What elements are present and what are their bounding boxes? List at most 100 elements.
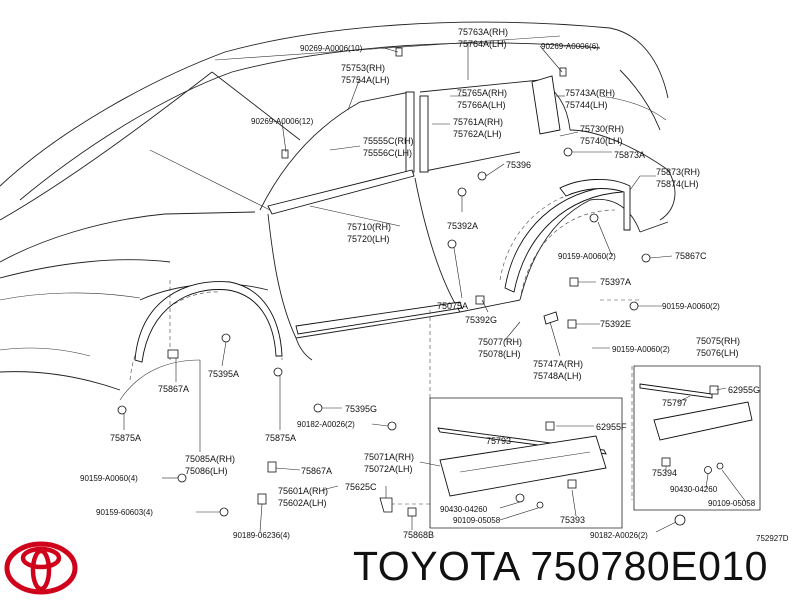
- label-75396: 75396: [506, 160, 531, 170]
- label-75874: 75874(LH): [656, 179, 699, 189]
- clip-90159-b: [629, 301, 639, 311]
- label-62955f: 62955F: [596, 422, 627, 432]
- label-62955g: 62955G: [728, 385, 760, 395]
- label-75601a: 75601A(RH): [278, 486, 328, 496]
- label-75744: 75744(LH): [565, 100, 608, 110]
- label-75085a: 75085A(RH): [185, 454, 235, 464]
- label-75086: 75086(LH): [185, 466, 228, 476]
- rear-door-emblem: [543, 311, 559, 325]
- label-75740: 75740(LH): [580, 136, 623, 146]
- label-90159-a0060-2b: 90159-A0060(2): [662, 302, 720, 311]
- label-75395g: 75395G: [345, 404, 377, 414]
- rear-molding-inset: [633, 365, 761, 511]
- clip-90269-roof: [395, 47, 403, 57]
- label-90269-a0006-12: 90269-A0006(12): [251, 117, 314, 126]
- screw-90109: [536, 501, 544, 509]
- label-75743a: 75743A(RH): [565, 88, 615, 98]
- toyota-logo-icon: [4, 541, 78, 595]
- clip-75394: [661, 457, 671, 467]
- label-75867a-b: 75867A: [301, 466, 332, 476]
- clip-75601a: [257, 493, 267, 505]
- front-belt-molding: [267, 169, 415, 215]
- label-90430-04260-b: 90430-04260: [670, 485, 718, 494]
- clip-75875a-r: [273, 367, 283, 377]
- clip-75392e: [567, 319, 577, 329]
- label-75797: 75797: [662, 398, 687, 408]
- label-75875a-r: 75875A: [265, 433, 296, 443]
- label-75076: 75076(LH): [696, 348, 739, 358]
- label-75072a: 75072A(LH): [364, 464, 413, 474]
- screw-90430-b: [704, 466, 712, 474]
- label-75875a-l: 75875A: [110, 433, 141, 443]
- leader-lines: [123, 42, 747, 533]
- clip-90159-a: [589, 213, 599, 223]
- rocker-panel-75071a: [439, 435, 607, 497]
- label-90109-05058-a: 90109-05058: [453, 516, 501, 525]
- label-75754a: 75754A(LH): [341, 75, 390, 85]
- clip-75867c: [641, 253, 651, 263]
- fastener-glyphs: [117, 47, 686, 526]
- label-75867c: 75867C: [675, 251, 707, 261]
- label-75720: 75720(LH): [347, 234, 390, 244]
- clip-75397a: [569, 277, 579, 287]
- label-90189-06236-4: 90189-06236(4): [233, 531, 290, 540]
- label-75392e: 75392E: [600, 319, 631, 329]
- label-75766a: 75766A(LH): [457, 100, 506, 110]
- label-90430-04260-a: 90430-04260: [440, 505, 488, 514]
- label-90159-a0060-4: 90159-A0060(4): [80, 474, 138, 483]
- b-pillar-garnish-front: [405, 91, 415, 173]
- footer-brand-text: TOYOTA 750780E010: [353, 543, 768, 589]
- label-75392g: 75392G: [465, 315, 497, 325]
- label-75753: 75753(RH): [341, 63, 385, 73]
- label-90269-a0006-6: 90269-A0006(6): [541, 42, 599, 51]
- label-75555c: 75555C(RH): [363, 136, 414, 146]
- clip-62955g: [709, 385, 719, 395]
- label-75867a: 75867A: [158, 384, 189, 394]
- label-75071a: 75071A(RH): [364, 452, 414, 462]
- part-labels: 90269-A0006(10) 75763A(RH) 75764A(LH) 90…: [80, 27, 789, 543]
- c-pillar-garnish: [531, 75, 561, 135]
- rocker-molding-inset: [429, 397, 623, 529]
- label-75556c: 75556C(LH): [363, 148, 412, 158]
- rocker-panel-molding: [295, 301, 463, 335]
- label-75761a: 75761A(RH): [453, 117, 503, 127]
- clip-75873a: [563, 147, 573, 157]
- clip-90182-a: [387, 421, 397, 431]
- label-75077: 75077(RH): [478, 337, 522, 347]
- rear-panel-75075: [653, 401, 753, 441]
- label-90182-a0026-2a: 90182-A0026(2): [297, 420, 355, 429]
- clip-75392a: [457, 187, 467, 197]
- label-75602a: 75602A(LH): [278, 498, 327, 508]
- clip-90269-12: [281, 149, 289, 159]
- clip-75075a: [447, 239, 457, 249]
- label-75392a: 75392A: [447, 221, 478, 231]
- bracket-75625c: [379, 497, 393, 513]
- label-90159-60603-4: 90159-60603(4): [96, 508, 153, 517]
- clip-75867a: [167, 349, 179, 359]
- label-75765a: 75765A(RH): [457, 88, 507, 98]
- label-75394: 75394: [652, 468, 677, 478]
- label-75764a: 75764A(LH): [458, 39, 507, 49]
- clip-75868b: [407, 507, 417, 517]
- clip-75393: [567, 479, 577, 489]
- label-75397a: 75397A: [600, 277, 631, 287]
- rear-fender-flare: [504, 185, 624, 293]
- drawing-code: 752927D: [756, 534, 789, 543]
- molding-strip-75797: [639, 383, 713, 399]
- screw-90109-b: [716, 462, 724, 470]
- label-75762a: 75762A(LH): [453, 129, 502, 139]
- label-75625c: 75625C: [345, 482, 377, 492]
- label-75873a: 75873A: [614, 150, 645, 160]
- label-90159-a0060-2a: 90159-A0060(2): [558, 252, 616, 261]
- rear-wheel-opening-molding: [559, 178, 631, 231]
- clip-75395g: [313, 403, 323, 413]
- label-75075a: 75075A: [437, 301, 468, 311]
- label-75075: 75075(RH): [696, 336, 740, 346]
- label-75793: 75793: [486, 436, 511, 446]
- clip-75396: [477, 171, 487, 181]
- label-90159-a0060-2c: 90159-A0060(2): [612, 345, 670, 354]
- label-75873: 75873(RH): [656, 167, 700, 177]
- clip-90182-b: [674, 514, 686, 526]
- vehicle-body-outline: [0, 21, 676, 401]
